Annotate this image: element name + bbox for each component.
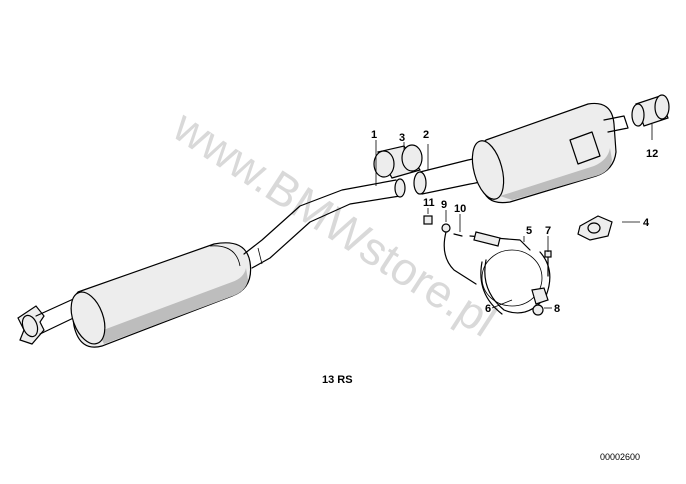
label-2: 2 [423, 129, 429, 141]
label-5: 5 [526, 225, 532, 237]
diagram-caption: 13 RS [322, 374, 353, 386]
reference-number: 00002600 [600, 452, 640, 462]
label-6: 6 [485, 303, 491, 315]
hanger-assembly [423, 215, 552, 316]
label-1: 1 [371, 129, 377, 141]
watermark-text: www.BMWstore.pl [164, 99, 506, 346]
front-silencer [70, 242, 252, 348]
label-3: 3 [399, 132, 405, 144]
clamp-sleeve [373, 144, 423, 179]
label-11: 11 [423, 197, 435, 209]
part-labels: 1 2 3 4 5 6 7 8 9 10 11 12 [371, 129, 658, 315]
label-4: 4 [643, 217, 650, 229]
label-8: 8 [554, 303, 560, 315]
front-flange [17, 295, 87, 345]
label-12: 12 [646, 148, 658, 160]
label-7: 7 [545, 225, 551, 237]
label-9: 9 [441, 199, 447, 211]
middle-pipe [243, 178, 406, 269]
rubber-mount [577, 215, 613, 241]
tail-pipe-tip [631, 94, 670, 127]
rear-silencer [471, 102, 629, 204]
label-10: 10 [454, 203, 466, 215]
leader-lines [375, 124, 653, 309]
